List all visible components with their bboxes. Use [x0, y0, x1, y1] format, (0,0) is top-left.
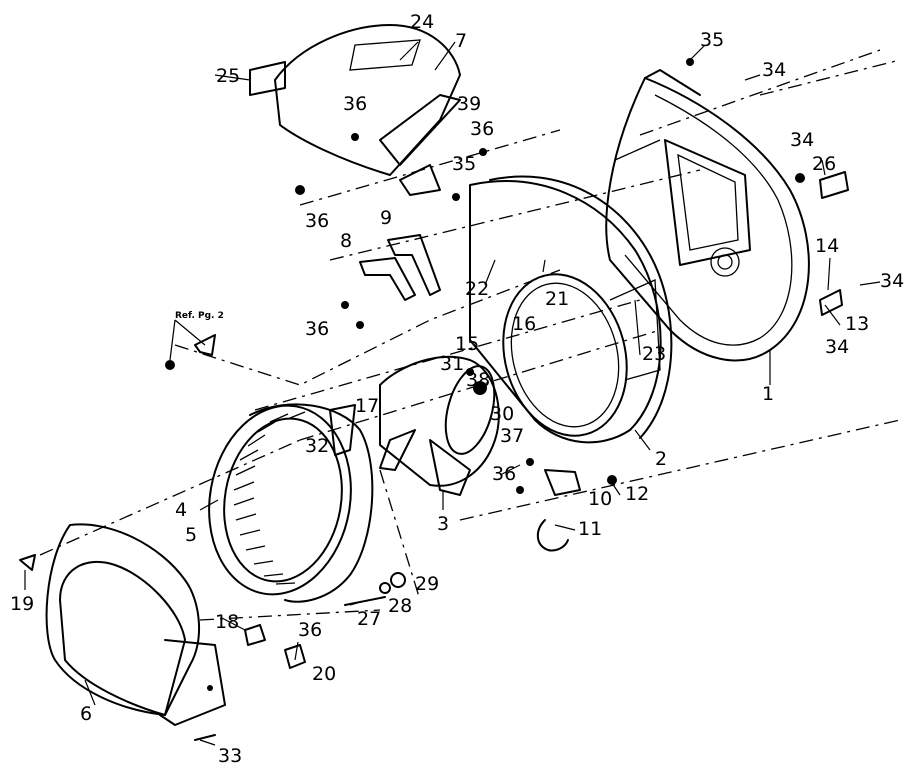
callout-36d: 36 [305, 318, 329, 340]
callout-37: 37 [500, 425, 524, 447]
callout-11: 11 [578, 518, 602, 540]
callout-35: 35 [700, 29, 724, 51]
callout-28: 28 [388, 595, 412, 617]
callout-32: 32 [305, 435, 329, 457]
callout-36a: 36 [343, 93, 367, 115]
callout-7: 7 [455, 30, 467, 52]
callout-17: 17 [355, 395, 379, 417]
callout-36e: 36 [492, 463, 516, 485]
leader-lines [24, 41, 881, 746]
callout-18: 18 [215, 611, 239, 633]
callout-36f: 36 [298, 619, 322, 641]
callout-24: 24 [410, 11, 434, 33]
callout-34c: 34 [880, 270, 904, 292]
callout-2: 2 [655, 448, 667, 470]
callout-3: 3 [437, 513, 449, 535]
callout-1: 1 [762, 383, 774, 405]
callout-15: 15 [455, 333, 479, 355]
callout-22: 22 [465, 278, 489, 300]
callout-39: 39 [457, 93, 481, 115]
motor [379, 355, 500, 496]
callouts: 1 2 3 4 5 6 7 8 9 10 11 12 13 14 15 16 1… [10, 11, 904, 767]
callout-5: 5 [185, 524, 197, 546]
callout-10: 10 [588, 488, 612, 510]
callout-21: 21 [545, 288, 569, 310]
callout-31: 31 [440, 353, 464, 375]
fan-wheel [208, 403, 374, 603]
callout-4: 4 [175, 499, 187, 521]
callout-26: 26 [812, 153, 836, 175]
callout-13: 13 [845, 313, 869, 335]
front-housing [469, 175, 673, 444]
callout-23: 23 [642, 343, 666, 365]
callout-36b: 36 [470, 118, 494, 140]
callout-20: 20 [312, 663, 336, 685]
callout-29: 29 [415, 573, 439, 595]
callout-19: 19 [10, 593, 34, 615]
callout-38: 38 [466, 369, 490, 391]
top-cover [249, 24, 461, 195]
callout-36c: 36 [305, 210, 329, 232]
callout-27: 27 [357, 608, 381, 630]
callout-35b: 35 [452, 153, 476, 175]
inlet-housing [45, 523, 226, 726]
rear-housing [605, 69, 810, 362]
callout-34b: 34 [790, 129, 814, 151]
callout-34d: 34 [825, 336, 849, 358]
ref-note: Ref. Pg. 2 [175, 311, 224, 321]
brackets [359, 164, 441, 301]
callout-8: 8 [340, 230, 352, 252]
callout-33: 33 [218, 745, 242, 767]
callout-6: 6 [80, 703, 92, 725]
callout-9: 9 [380, 207, 392, 229]
callout-34a: 34 [762, 59, 786, 81]
hardware [19, 58, 849, 741]
fan-blades [233, 411, 306, 585]
callout-16: 16 [512, 313, 536, 335]
assembly-centerlines [39, 49, 901, 621]
callout-30: 30 [490, 403, 514, 425]
callout-14: 14 [815, 235, 839, 257]
callout-12: 12 [625, 483, 649, 505]
callout-25: 25 [216, 65, 240, 87]
